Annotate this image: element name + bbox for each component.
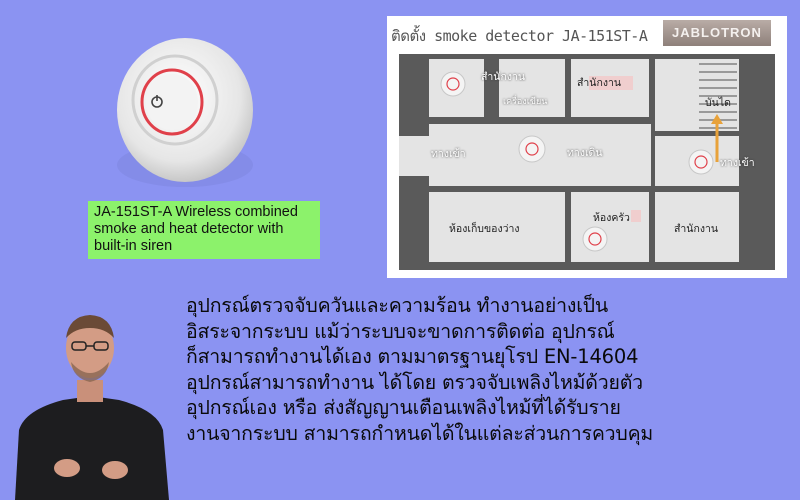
detector-icon xyxy=(518,135,546,163)
room-label: เครื่องเขียน xyxy=(503,97,548,107)
room-office-3 xyxy=(655,192,739,262)
room-label: สำนักงาน xyxy=(481,71,526,83)
room-machine xyxy=(499,59,565,117)
room-label: ทางเดิน xyxy=(567,147,603,159)
room-kitchen xyxy=(571,192,649,262)
detector-icon xyxy=(582,226,608,252)
room-label: บันได xyxy=(705,97,731,109)
plan-title: ติดตั้ง smoke detector JA-151ST-A xyxy=(391,27,648,45)
smoke-detector-image xyxy=(117,38,253,187)
caption-line: built-in siren xyxy=(94,238,173,254)
room-storage xyxy=(429,192,565,262)
room-label: ห้องเก็บของว่าง xyxy=(449,223,520,235)
room-label: ทางเข้า xyxy=(720,157,755,169)
presenter-image xyxy=(15,315,169,500)
product-caption: JA-151ST-A Wireless combined smoke and h… xyxy=(88,201,320,259)
description-line: อุปกรณ์ตรวจจับควันและความร้อน ทำงานอย่าง… xyxy=(186,294,608,317)
room-label: ทางเข้า xyxy=(431,148,466,160)
description-line: งานจากระบบ สามารถกำหนดได้ในแต่ละส่วนการค… xyxy=(186,421,654,445)
description-line: อุปกรณ์สามารถทำงาน ได้โดย ตรวจจับเพลิงไห… xyxy=(186,370,643,394)
description-text: อุปกรณ์ตรวจจับควันและความร้อน ทำงานอย่าง… xyxy=(186,293,796,446)
brand-logo: JABLOTRON xyxy=(663,20,771,46)
floor-plan xyxy=(399,54,775,270)
detector-icon xyxy=(440,71,466,97)
room-label: สำนักงาน xyxy=(674,223,719,235)
description-line: อุปกรณ์เอง หรือ ส่งสัญญานเตือนเพลิงไหม้ท… xyxy=(186,396,621,419)
description-line: ก็สามารถทำงานได้เอง ตามมาตรฐานยุโรป EN-1… xyxy=(186,345,639,368)
floor-plan-panel: ติดตั้ง smoke detector JA-151ST-A JABLOT… xyxy=(387,16,787,278)
power-icon xyxy=(151,95,163,108)
caption-line: JA-151ST-A Wireless combined xyxy=(94,204,298,220)
caption-line: smoke and heat detector with xyxy=(94,221,284,237)
detector-icon xyxy=(688,149,714,175)
room-label: สำนักงาน xyxy=(577,77,622,89)
up-arrow-icon xyxy=(711,114,723,162)
description-line: อิสระจากระบบ แม้ว่าระบบจะขาดการติดต่อ อุ… xyxy=(186,319,615,343)
room-label: ห้องครัว xyxy=(593,212,630,224)
